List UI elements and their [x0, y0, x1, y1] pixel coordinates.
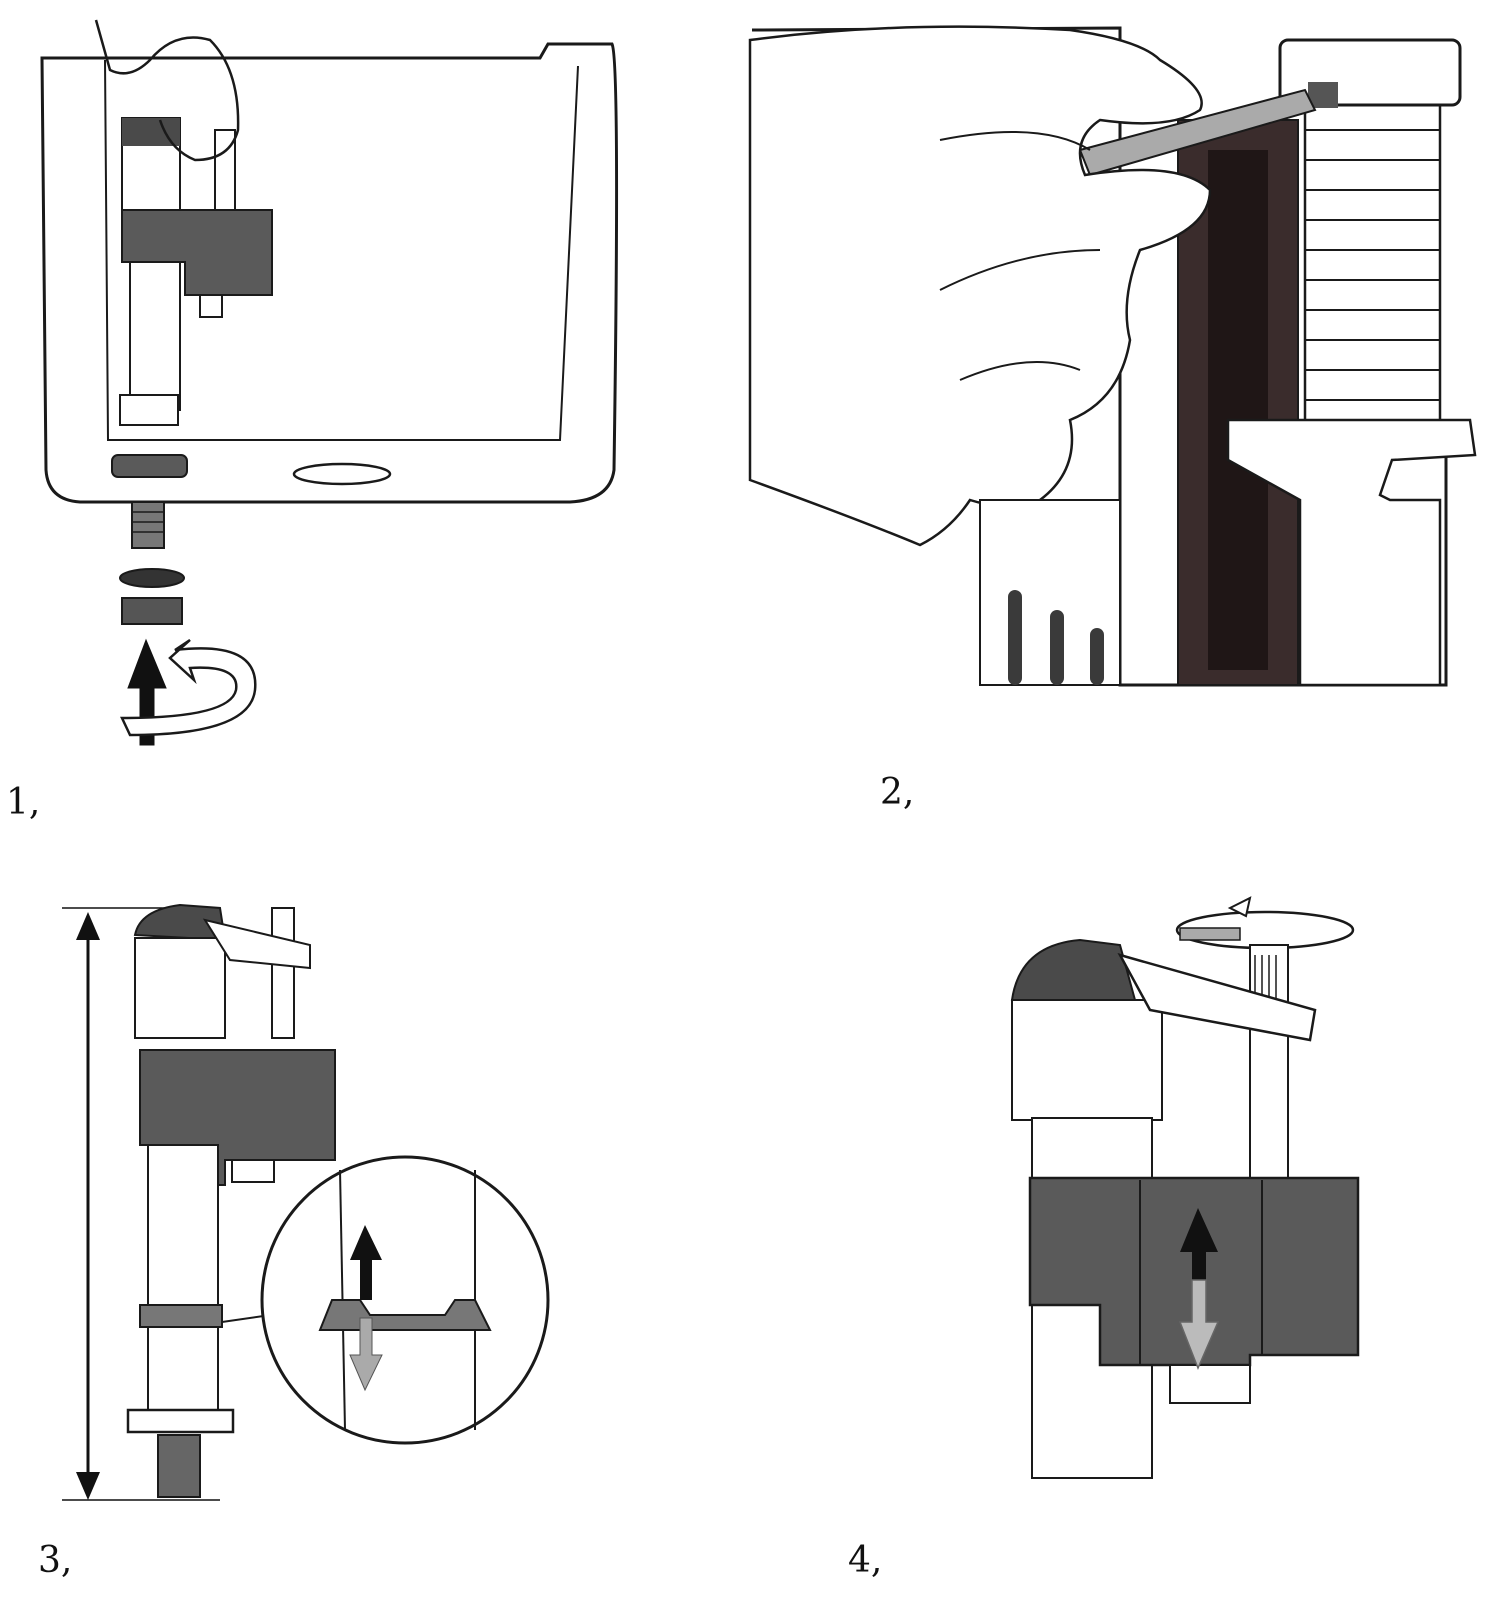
up-down-arrows-icon: [350, 1225, 382, 1300]
valve-head: [1011, 999, 1163, 1121]
cistern-body: [40, 42, 619, 504]
step-4-panel: 4,: [740, 860, 1510, 1600]
valve-lever: [1078, 88, 1317, 177]
ribbed-column: [1303, 98, 1442, 442]
collar-clip: [1226, 418, 1477, 687]
valve-lever: [202, 918, 311, 970]
valve-lower-clip: [119, 394, 179, 426]
step-2-panel: 2,: [740, 0, 1510, 840]
step-1-label: 1,: [6, 782, 41, 823]
column-ribs: [1305, 129, 1440, 401]
detail-magnifier: [260, 1155, 550, 1445]
valve-tube: [147, 1144, 219, 1416]
hand-outline: [94, 19, 240, 162]
up-down-arrows-icon: [1180, 1208, 1218, 1300]
valve-float-body: [121, 209, 273, 296]
height-clip: [139, 1304, 223, 1328]
valve-head: [134, 937, 226, 1039]
locking-nut: [121, 597, 183, 625]
valve-cap: [1010, 938, 1137, 1001]
step-4-label: 4,: [848, 1540, 883, 1581]
rotate-arrow-icon: [120, 638, 257, 737]
step-1-panel: 1,: [0, 0, 700, 840]
threaded-shank: [131, 501, 165, 549]
rubber-washer: [119, 568, 185, 588]
cistern-inner-rim: [104, 59, 579, 441]
step-4-illustration: [1010, 896, 1360, 1479]
valve-base-flange: [111, 454, 188, 478]
step-3-panel: 3,: [0, 860, 700, 1600]
valve-cap: [133, 903, 227, 942]
hand-outline: [748, 25, 1212, 547]
step-2-label: 2,: [880, 772, 915, 813]
cistern-drain-hole: [292, 462, 392, 486]
threaded-shank: [157, 1434, 201, 1498]
step-3-illustration: [62, 903, 550, 1501]
step-3-label: 3,: [38, 1540, 73, 1581]
step-2-illustration: [748, 25, 1477, 687]
step-1-illustration: [40, 19, 619, 746]
valve-lever: [1117, 952, 1317, 1042]
height-dimension-arrow-icon: [62, 907, 220, 1501]
rotate-arrow-icon: [1175, 896, 1355, 950]
base-flange: [126, 1408, 235, 1434]
up-arrow-icon: [127, 638, 167, 746]
